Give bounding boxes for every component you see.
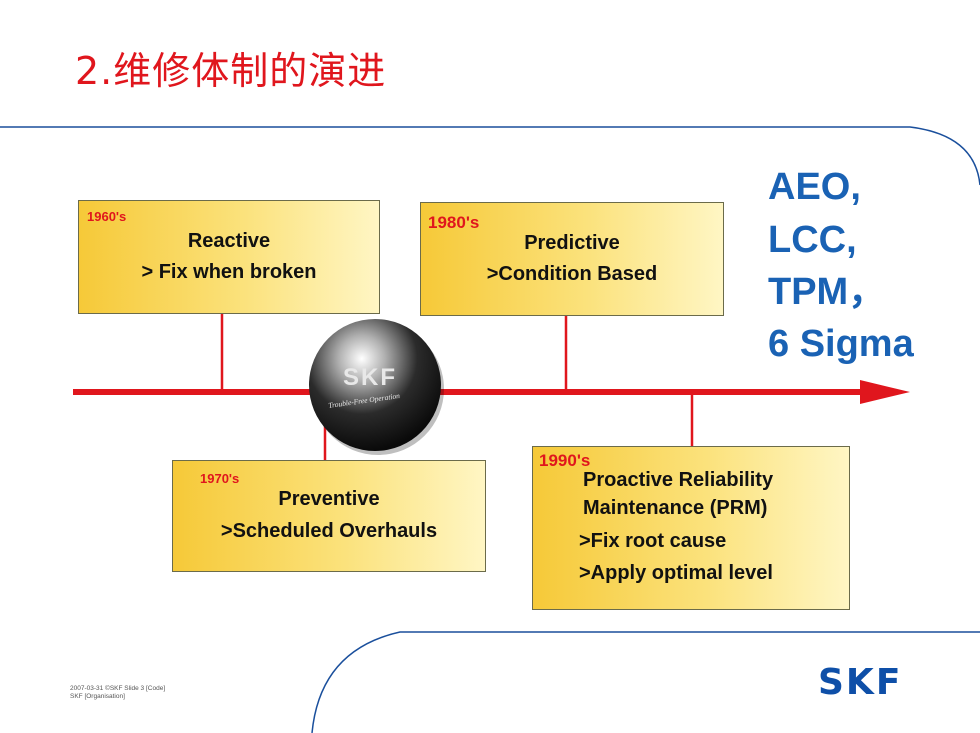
box-1990s: 1990's Proactive Reliability Maintenance… — [532, 446, 850, 610]
box-1970s: 1970's Preventive >Scheduled Overhauls — [172, 460, 486, 572]
box-heading: Reactive — [187, 230, 271, 252]
box-heading: Proactive Reliability — [583, 469, 774, 491]
box-detail: >Condition Based — [486, 263, 658, 285]
box-1960s: 1960's Reactive > Fix when broken — [78, 200, 380, 314]
year-label: 1960's — [87, 209, 127, 224]
box-heading-2: Maintenance (PRM) — [583, 497, 768, 519]
side-text-aeo: AEO, — [768, 166, 861, 208]
year-label: 1990's — [539, 451, 591, 470]
side-text-sigma: 6 Sigma — [768, 323, 914, 365]
ball-brand: SKF — [343, 364, 397, 391]
timeline-arrowhead — [860, 380, 910, 404]
box-detail-2: >Apply optimal level — [579, 562, 773, 584]
box-detail: >Fix root cause — [579, 530, 727, 552]
box-heading: Predictive — [524, 232, 620, 254]
box-detail: > Fix when broken — [141, 261, 317, 283]
box-heading: Preventive — [278, 488, 380, 510]
page-title: 2.维修体制的演进 — [75, 49, 387, 93]
footer-line-1: 2007-03-31 ©SKF Slide 3 [Code] — [70, 685, 166, 692]
side-text-lcc: LCC, — [768, 219, 857, 261]
year-label: 1970's — [200, 471, 240, 486]
top-curve — [0, 126, 980, 186]
box-1980s: 1980's Predictive >Condition Based — [420, 202, 724, 316]
box-detail: >Scheduled Overhauls — [220, 520, 438, 542]
skf-logo: SKF — [818, 662, 903, 703]
skf-ball — [309, 319, 441, 451]
year-label: 1980's — [428, 213, 480, 232]
side-text-tpm: TPM， — [768, 271, 887, 313]
footer: 2007-03-31 ©SKF Slide 3 [Code] SKF [Orga… — [70, 685, 165, 701]
footer-line-2: SKF [Organisation] — [70, 693, 125, 700]
bottom-curve — [311, 631, 980, 733]
